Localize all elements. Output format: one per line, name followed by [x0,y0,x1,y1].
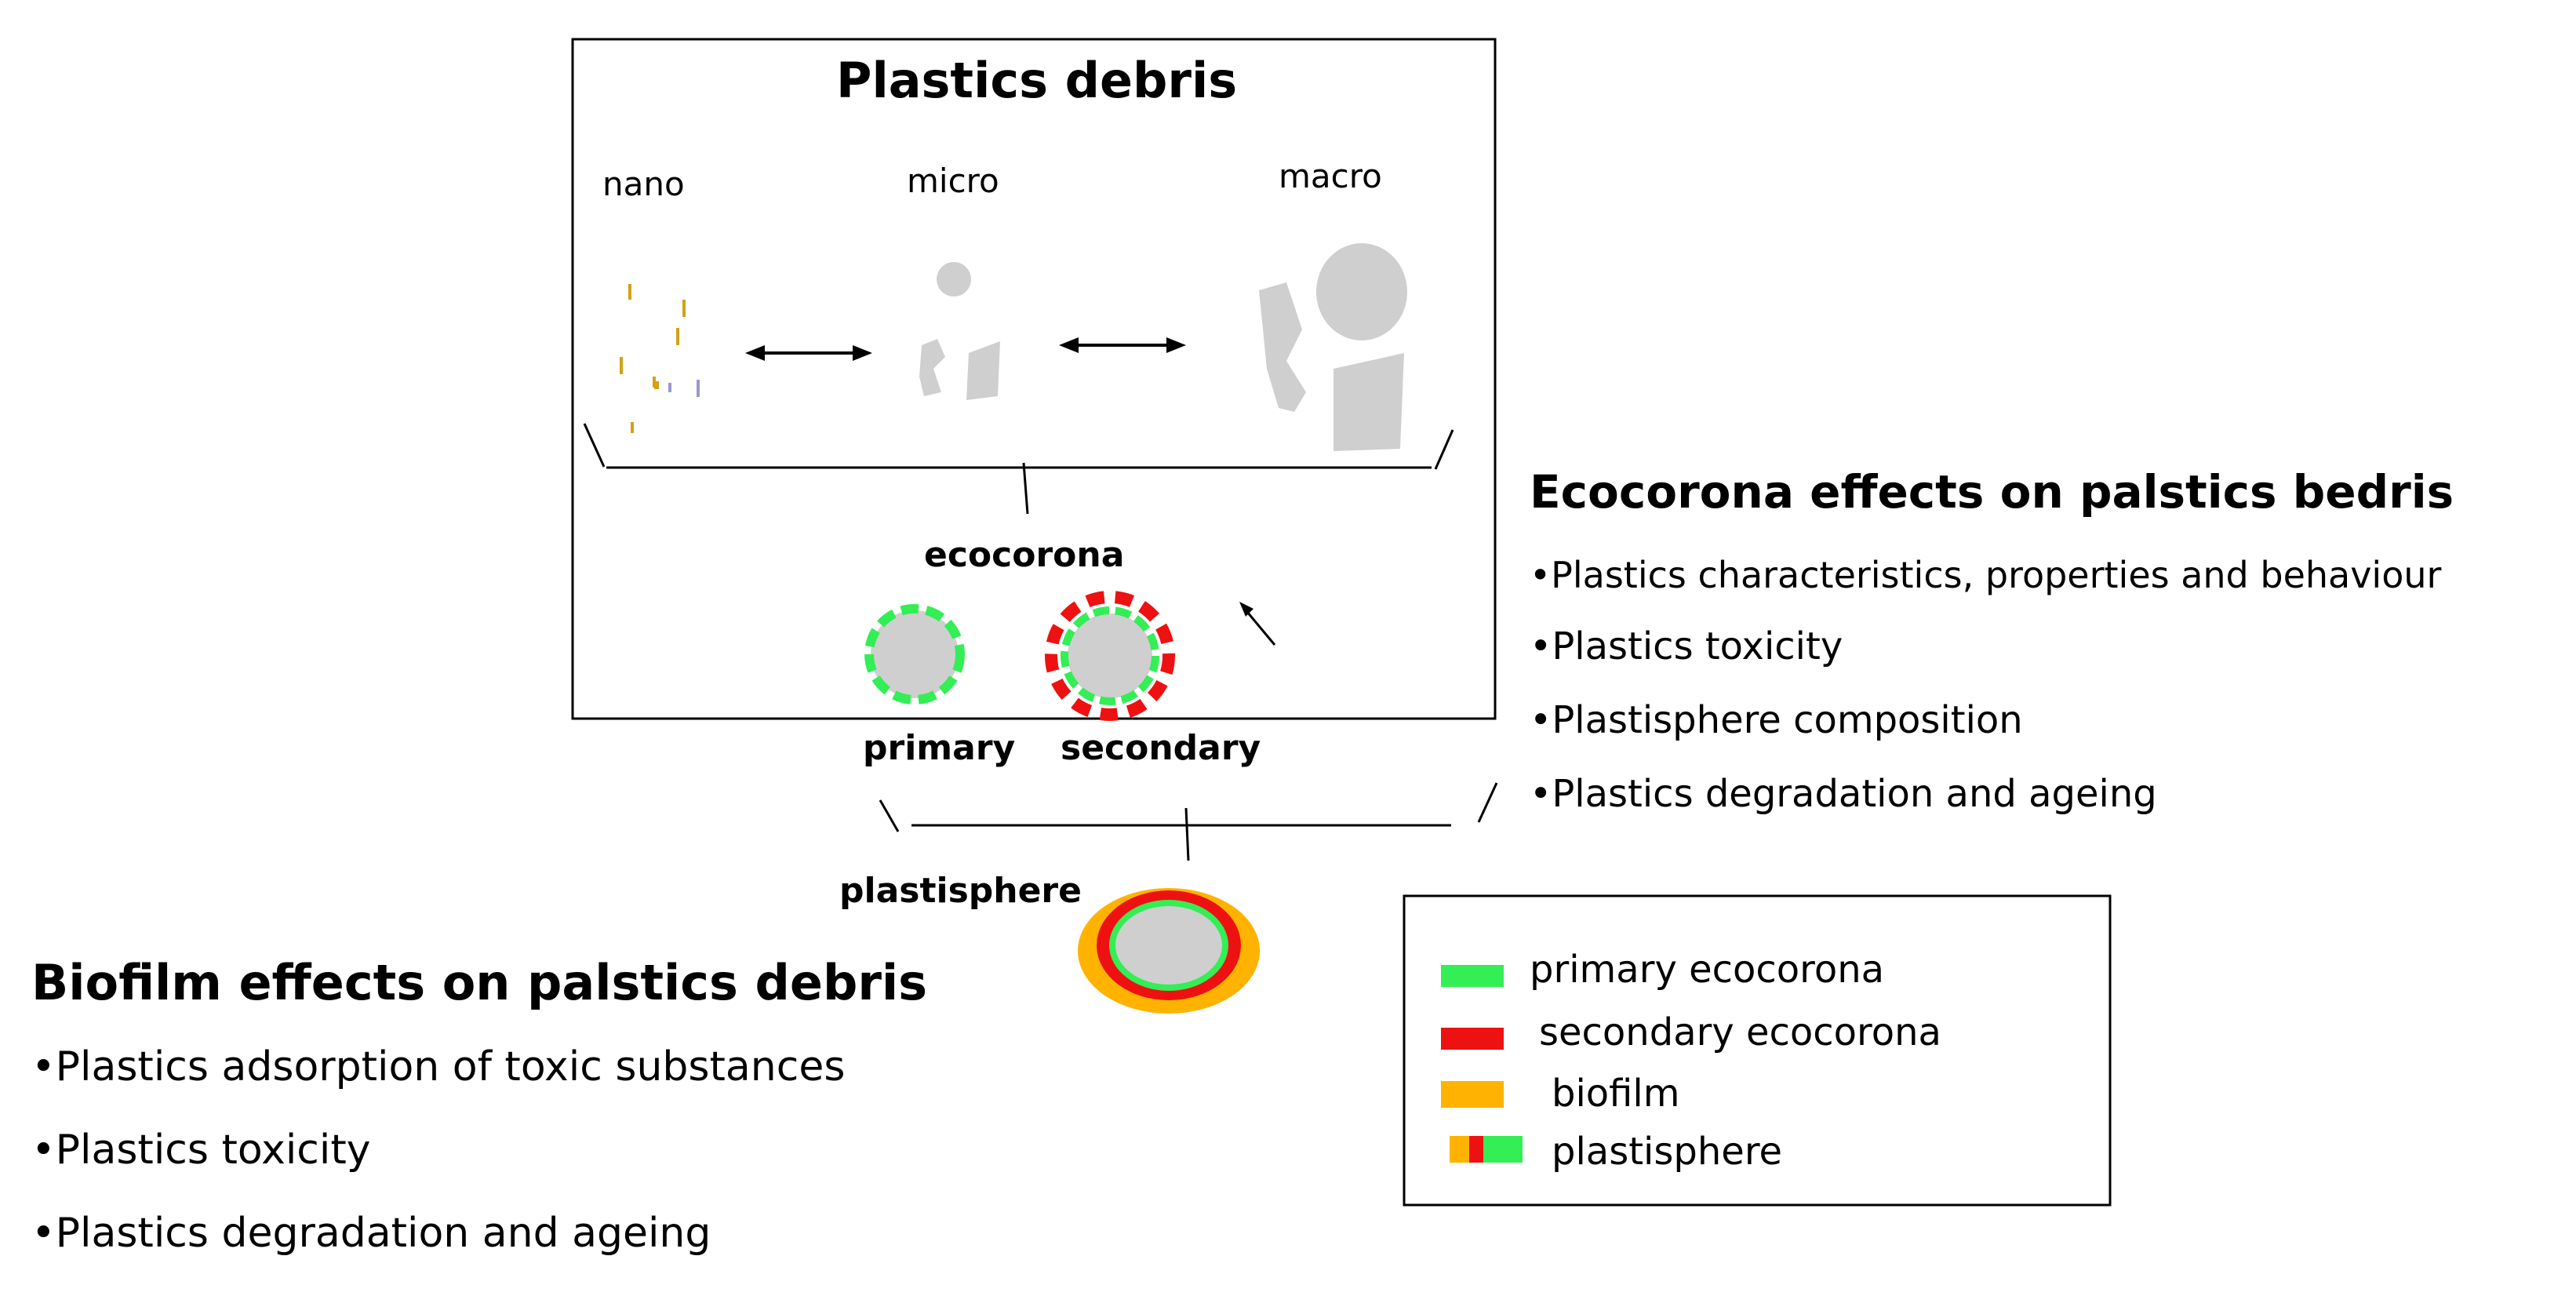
biofilm-effect-item: •Plastics adsorption of toxic substances [31,1043,846,1090]
plastics-debris-box [571,38,1497,720]
legend-swatch-primary [1441,965,1504,987]
secondary-label: secondary [1061,728,1261,768]
legend-swatch-plastisphere-biofilm [1450,1136,1469,1163]
double-arrow-micro-macro [1059,337,1186,353]
micro-particles [919,262,1000,400]
macro-particles [1259,243,1407,451]
ecocorona-effect-item: •Plastics characteristics, properties an… [1530,554,2442,596]
legend-swatch-biofilm [1441,1081,1504,1108]
size-label-micro: micro [907,162,999,200]
ecocorona-effect-item: •Plastics toxicity [1530,624,1843,668]
legend-swatch-plastisphere-primary [1483,1136,1523,1163]
secondary-ecocorona-particle [1045,591,1175,721]
double-arrow-nano-micro [745,345,872,361]
legend-label-biofilm: biofilm [1552,1072,1680,1116]
legend-label-plastisphere: plastisphere [1552,1130,1783,1174]
biofilm-effect-item: •Plastics toxicity [31,1127,371,1174]
legend-label-primary: primary ecocorona [1530,948,1885,992]
corona-bracket [879,782,1498,861]
legend-swatches [1441,965,1523,1163]
ecocorona-effect-item: •Plastisphere composition [1530,698,2023,742]
size-label-nano: nano [602,165,685,203]
primary-label: primary [863,728,1016,768]
nano-particles [620,284,700,433]
box-title: Plastics debris [836,52,1238,109]
legend-swatch-secondary [1441,1028,1504,1050]
biofilm-effects-heading: Biofilm effects on palstics debris [31,954,928,1011]
plastisphere-particle [1078,888,1260,1014]
biofilm-effect-item: •Plastics degradation and ageing [31,1210,711,1257]
small-arrow [1239,602,1276,646]
ecocorona-label: ecocorona [924,535,1125,575]
plastisphere-label: plastisphere [839,871,1082,911]
particles-bracket [583,423,1454,515]
size-label-macro: macro [1279,157,1382,195]
primary-ecocorona-particle [864,604,965,704]
legend-swatch-plastisphere-secondary [1469,1136,1483,1163]
ecocorona-effects-heading: Ecocorona effects on palstics bedris [1530,465,2454,519]
legend-label-secondary: secondary ecocorona [1539,1010,1941,1054]
ecocorona-effect-item: •Plastics degradation and ageing [1530,772,2157,816]
